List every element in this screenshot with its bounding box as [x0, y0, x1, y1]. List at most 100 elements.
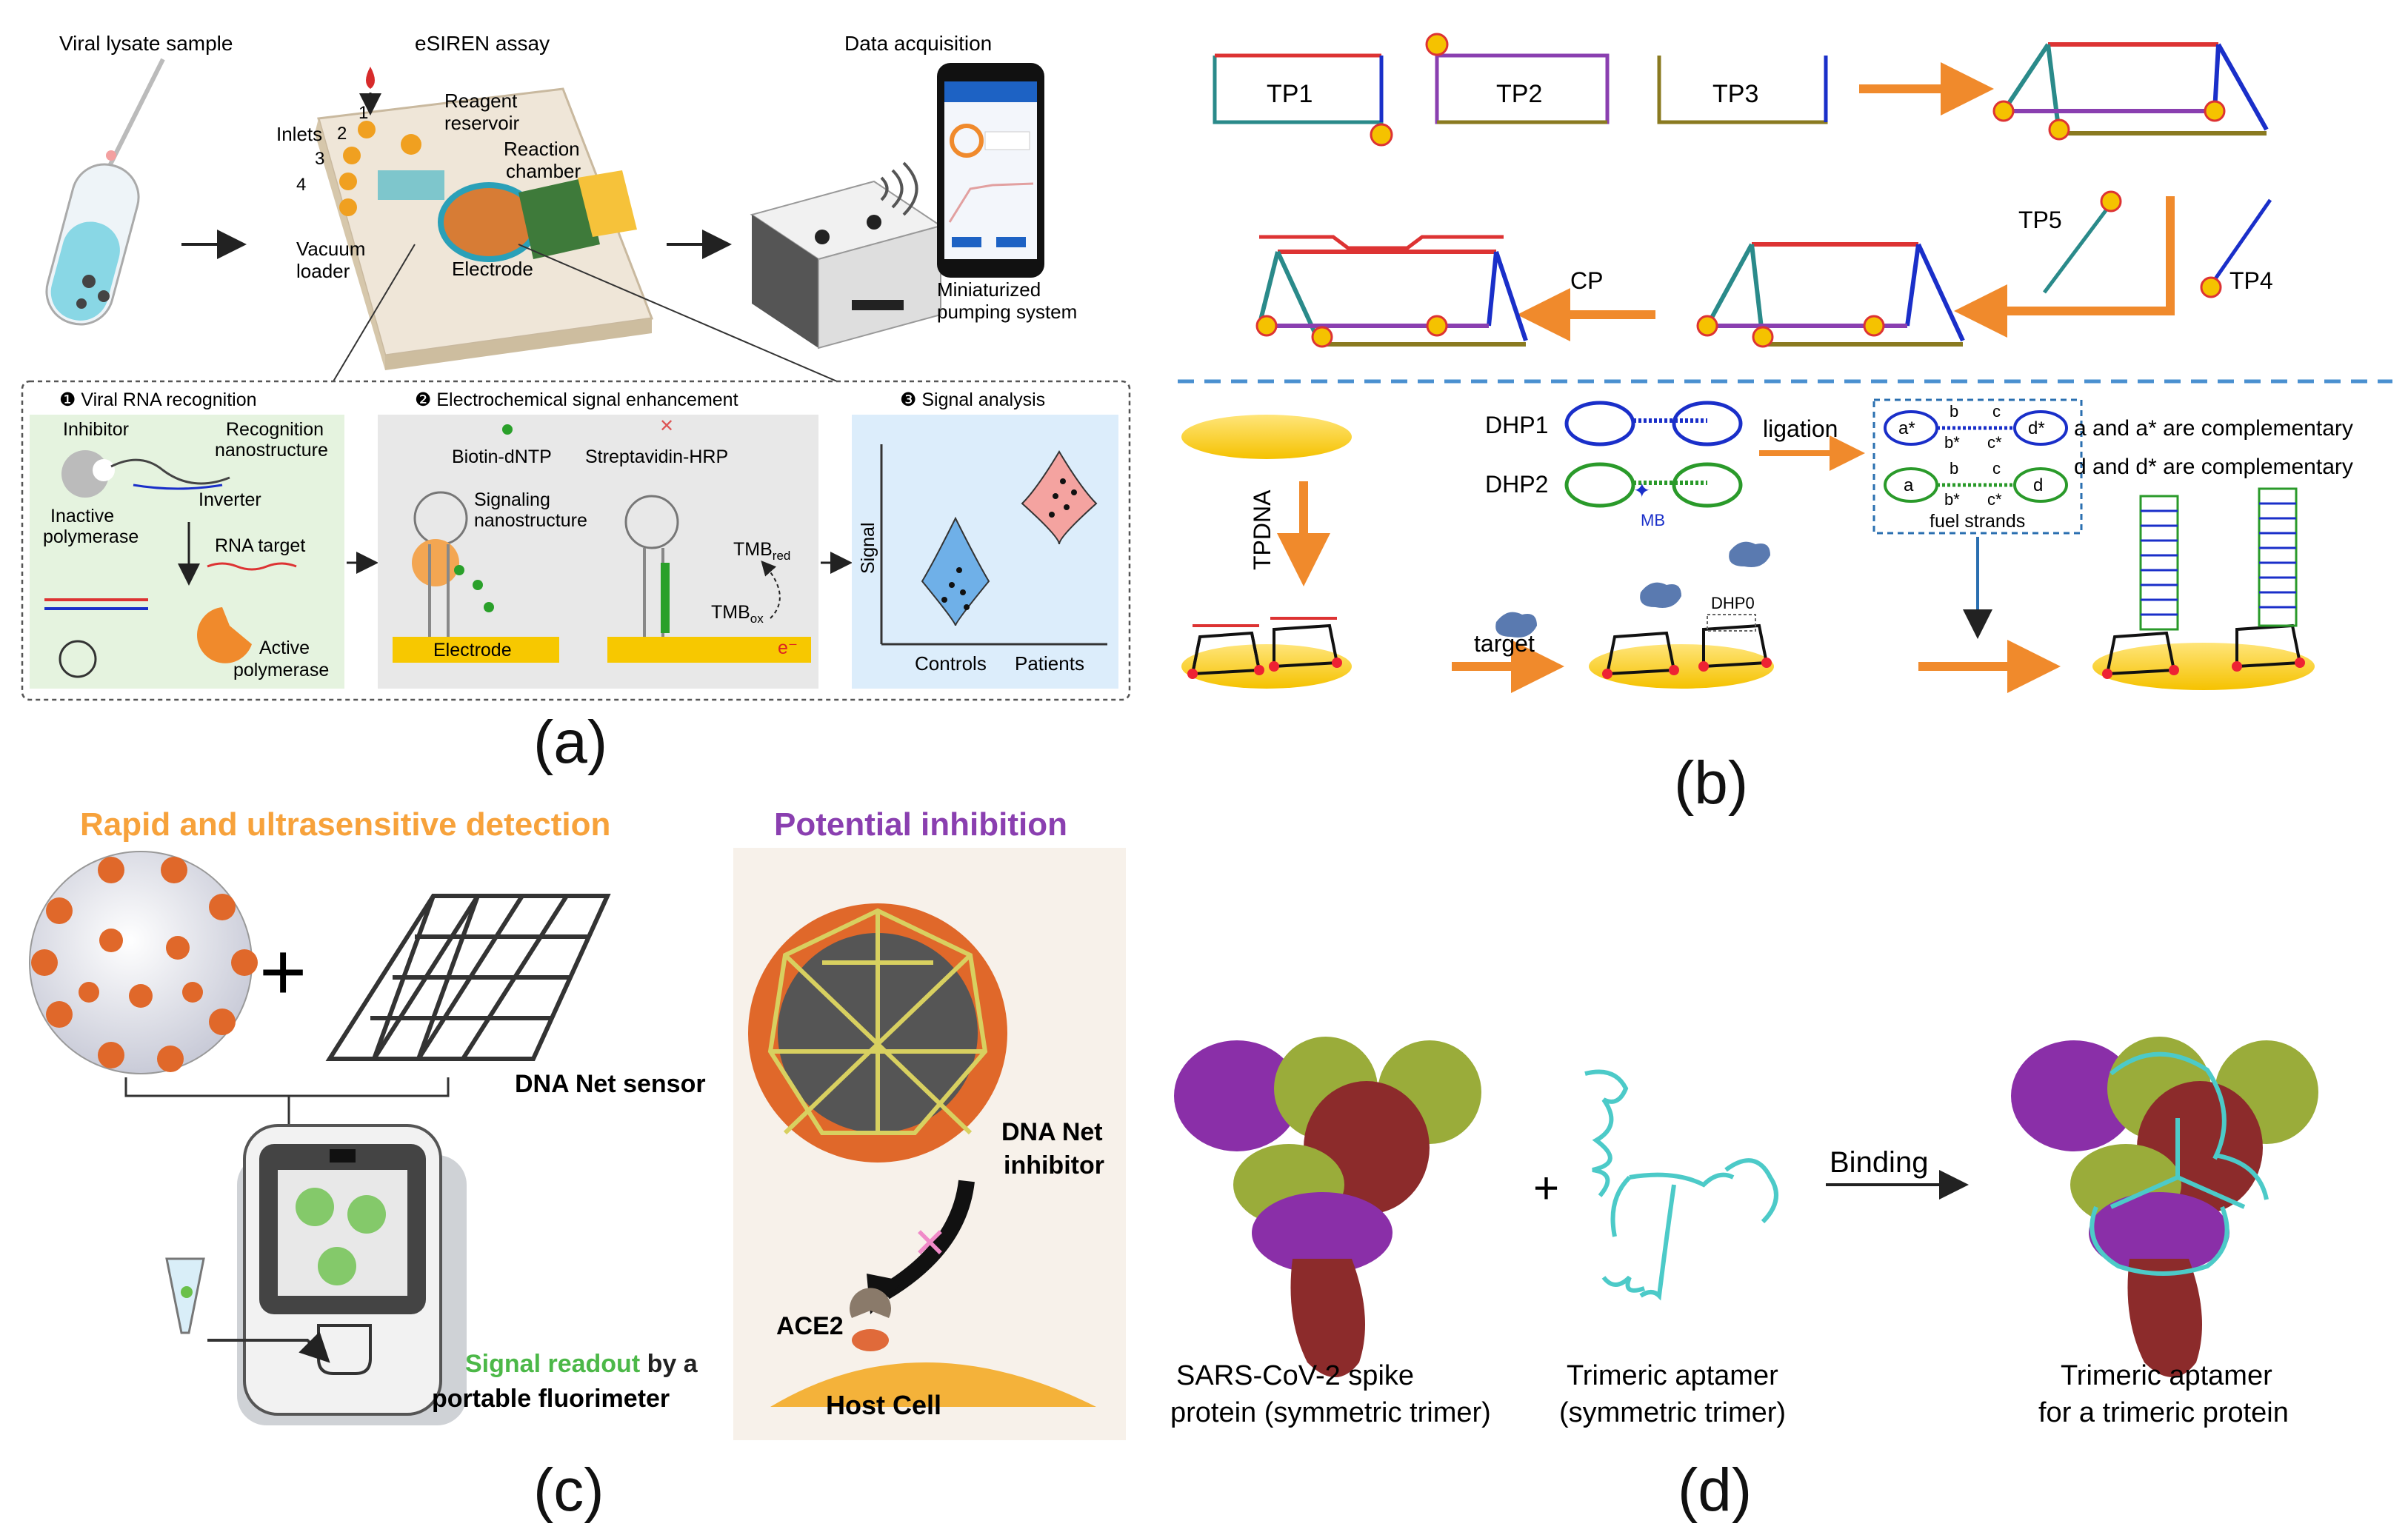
panel-d-label: (d): [1678, 1456, 1752, 1524]
ligation-label: ligation: [1763, 415, 1838, 442]
result-label-1: Trimeric aptamer: [2061, 1360, 2272, 1391]
tp3-label: TP3: [1712, 80, 1758, 108]
readout-label-1: Signal readout by a: [465, 1350, 698, 1378]
trimeric-aptamer-illustration: [1584, 1069, 1778, 1301]
esiren-chip-illustration: [315, 67, 654, 370]
gold-electrode-disc: [1181, 415, 1352, 459]
active-label-2: polymerase: [233, 660, 329, 680]
rna-target-label: RNA target: [215, 535, 305, 556]
signaling-label-2: nanostructure: [474, 510, 587, 531]
reagent-label-2: reservoir: [444, 112, 519, 134]
complementary-1: a and a* are complementary: [2074, 416, 2353, 441]
inlets-label: Inlets: [276, 123, 322, 145]
fluorimeter-illustration: [165, 1124, 467, 1425]
electrode-amplified: [2092, 487, 2315, 690]
electrode-bar: [393, 637, 559, 663]
fuel-strands-box: [1872, 398, 2083, 535]
result-label-2: for a trimeric protein: [2038, 1397, 2289, 1428]
dhp1-label: DHP1: [1485, 412, 1548, 438]
block-x-icon: ✕: [913, 1220, 947, 1266]
viral-lysate-title: Viral lysate sample: [59, 32, 233, 55]
inlet-4: 4: [296, 175, 306, 195]
seg-a: a: [1904, 475, 1914, 495]
seg-b2: b: [1950, 459, 1958, 478]
binding-label: Binding: [1830, 1146, 1928, 1179]
inhibitor-label-2: inhibitor: [1004, 1151, 1104, 1180]
reaction-label-1: Reaction: [504, 138, 580, 160]
seg-a-star: a*: [1898, 418, 1915, 438]
bound-complex-illustration: [2011, 1037, 2318, 1377]
electrode-label: Electrode: [433, 640, 512, 660]
inverter-label: Inverter: [199, 489, 261, 510]
plus-c: +: [259, 926, 307, 1017]
complementary-2: d and d* are complementary: [2074, 455, 2353, 479]
streptavidin-label: Streptavidin-HRP: [585, 446, 728, 467]
inlet-3: 3: [315, 149, 324, 169]
recognition-label-2: nanostructure: [215, 440, 328, 461]
panel-a-workflow-box: [21, 380, 1131, 701]
dna-net-sensor-illustration: [325, 894, 611, 1061]
mb-label: MB: [1641, 511, 1665, 529]
host-cell-shape: [770, 1362, 1096, 1407]
vacuum-label-2: loader: [296, 260, 350, 282]
biotin-label: Biotin-dNTP: [452, 446, 552, 467]
signal-axis-label: Signal: [858, 523, 878, 575]
controls-violin: [921, 516, 990, 626]
spike-protein-illustration: [1174, 1037, 1481, 1377]
tp2-label: TP2: [1496, 80, 1542, 108]
plus-d: +: [1533, 1163, 1559, 1213]
seg-c-star2: c*: [1987, 490, 2002, 509]
electrode-bar-2: [607, 637, 811, 663]
reagent-label-1: Reagent: [444, 90, 518, 112]
tmb-ox-label: TMBox: [711, 602, 764, 626]
tp4-label: TP4: [2229, 267, 2273, 294]
vacuum-label-1: Vacuum: [296, 238, 365, 260]
seg-c: c: [1992, 402, 2001, 421]
controls-label: Controls: [915, 652, 987, 675]
patients-label: Patients: [1015, 652, 1084, 675]
prism-1: [1992, 42, 2269, 141]
signaling-label-1: Signaling: [474, 489, 550, 510]
panel-c-title-2: Potential inhibition: [774, 806, 1067, 843]
ace2-receptor-shape: [850, 1288, 891, 1318]
reaction-label-2: chamber: [506, 160, 581, 182]
active-polymerase-shape: [197, 607, 252, 663]
fuel-strands-label: fuel strands: [1930, 511, 2025, 532]
mb-star-icon: ✦: [1633, 479, 1650, 502]
inlet-1: 1: [358, 103, 368, 123]
electrode-after-target: [1589, 541, 1774, 689]
dna-net-sensor-label: DNA Net sensor: [515, 1070, 706, 1098]
inactive-label-1: Inactive: [50, 506, 114, 526]
dhp2-label: DHP2: [1485, 471, 1548, 498]
panel-c: Rapid and ultrasensitive detection Poten…: [29, 806, 1126, 1524]
seg-d: d: [2033, 475, 2043, 495]
step2-title: ❷ Electrochemical signal enhancement: [415, 389, 738, 410]
electrode-tpdna: [1181, 617, 1352, 689]
mini-label-1: Miniaturized: [937, 278, 1041, 301]
prism-3: [1255, 235, 1528, 348]
recognition-label-1: Recognition: [226, 419, 324, 440]
host-cell-label: Host Cell: [826, 1390, 941, 1420]
esiren-title: eSIREN assay: [415, 32, 550, 55]
tpdna-label: TPDNA: [1249, 489, 1275, 570]
aptamer-label-2: (symmetric trimer): [1559, 1397, 1786, 1428]
panel-d: SARS-CoV-2 spike protein (symmetric trim…: [1170, 1037, 2318, 1524]
dna-net-inhibitor-illustration: [748, 903, 1007, 1163]
tp5-label: TP5: [2018, 207, 2062, 233]
tmb-red-label: TMBred: [733, 539, 790, 563]
electrode-chip-label: Electrode: [452, 258, 533, 280]
data-acquisition-title: Data acquisition: [844, 32, 992, 55]
test-tube-illustration: [45, 58, 165, 326]
seg-c-star: c*: [1987, 433, 2002, 452]
panel-b: TP1 TP2 TP3 TP5 TP4: [1178, 33, 2392, 817]
seg-b: b: [1950, 402, 1958, 421]
arrow-b2: [1954, 196, 2175, 338]
hrp-icon: ✕: [659, 416, 674, 436]
patients-violin: [1021, 450, 1098, 545]
seg-c2: c: [1992, 459, 2001, 478]
inhibitor-label: Inhibitor: [63, 419, 129, 440]
panel-c-title-1: Rapid and ultrasensitive detection: [80, 806, 610, 843]
electron-label: e⁻: [778, 638, 798, 658]
panel-c-label: (c): [533, 1456, 604, 1524]
